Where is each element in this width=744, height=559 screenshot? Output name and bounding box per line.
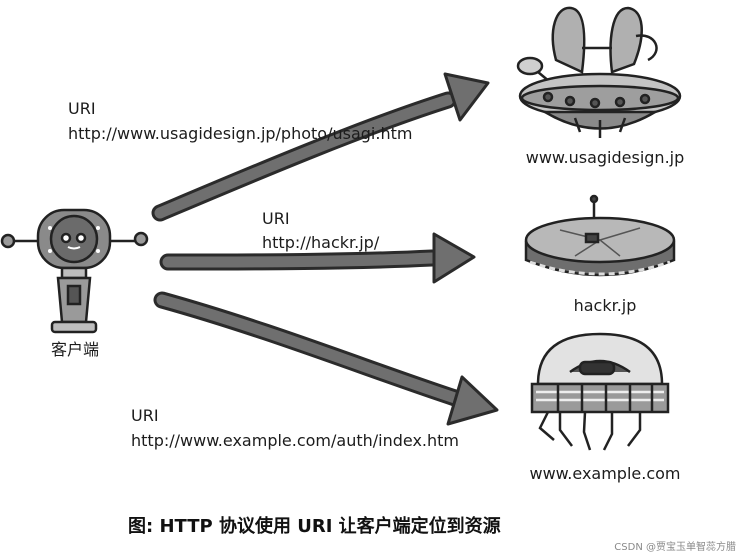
hackr-label: hackr.jp bbox=[574, 296, 637, 315]
arrow-to-hackr bbox=[159, 232, 476, 284]
example-label: www.example.com bbox=[530, 464, 681, 483]
arrow-to-usagidesign bbox=[151, 72, 490, 222]
hackr-server-icon bbox=[524, 194, 676, 277]
uri-value-3: http://www.example.com/auth/index.htm bbox=[131, 431, 460, 450]
arrow-to-example bbox=[153, 291, 499, 426]
example-server-icon bbox=[530, 332, 670, 451]
client-robot-icon bbox=[0, 208, 149, 334]
figure-caption: 图: HTTP 协议使用 URI 让客户端定位到资源 bbox=[128, 516, 501, 537]
watermark: CSDN @贾宝玉单智蕊方腊 bbox=[614, 542, 736, 553]
usagidesign-label: www.usagidesign.jp bbox=[526, 148, 685, 167]
usagidesign-server-icon bbox=[516, 6, 682, 138]
uri-label-2: URI bbox=[262, 209, 290, 228]
client-label: 客户端 bbox=[51, 340, 99, 359]
uri-value-1: http://www.usagidesign.jp/photo/usagi.ht… bbox=[68, 124, 413, 143]
uri-value-2: http://hackr.jp/ bbox=[262, 233, 380, 252]
uri-label-1: URI bbox=[68, 99, 96, 118]
uri-label-3: URI bbox=[131, 406, 159, 425]
